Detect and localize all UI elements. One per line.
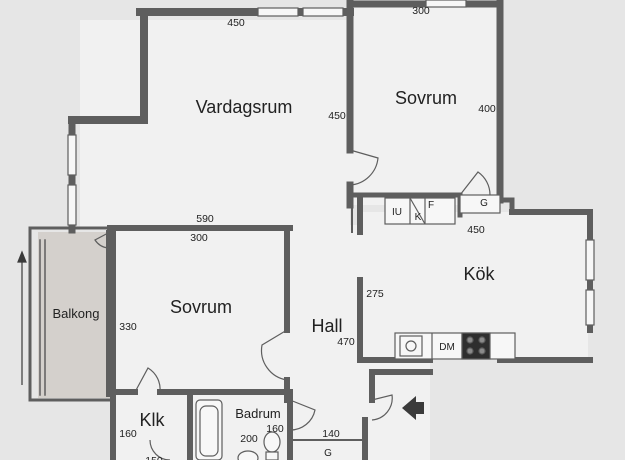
dim-klk-width: 150 [145,455,163,460]
dim-hall-depth: 470 [337,336,355,348]
room-label-vardagsrum: Vardagsrum [196,97,293,117]
dim-badrum-depth: 160 [266,423,284,435]
dim-vardagsrum-width: 450 [227,17,245,29]
fridge-freezer-unit [384,197,456,225]
dim-vardagsrum-depth: 450 [328,110,346,122]
room-label-hall: Hall [311,316,342,336]
entry-arrow-icon [402,396,424,420]
balcony-floor [38,232,112,398]
dim-kok-width: 450 [467,224,485,236]
kitchen-fixtures [384,194,516,360]
stove [461,332,491,360]
sink [237,450,259,460]
balcony-arrow-icon [17,250,27,385]
dim-badrum-width: 200 [240,433,258,445]
room-label-klk: Klk [139,410,165,430]
room-label-sovrum-top: Sovrum [395,88,457,108]
fixture-label-f: F [428,200,434,211]
room-label-sovrum-bottom: Sovrum [170,297,232,317]
toilet [263,431,281,453]
dim-sovrum1-width: 300 [412,5,430,17]
fixture-label-k: K [415,212,422,223]
dim-kok-depth: 275 [366,288,384,300]
room-label-badrum: Badrum [235,406,281,421]
fixture-label-dm: DM [439,342,455,353]
dim-sovrum2-depth: 330 [119,321,137,333]
dim-sovrum1-depth: 400 [478,103,496,115]
fixture-label-g-bottom: G [324,448,332,459]
dim-klk-depth: 160 [119,428,137,440]
fixture-label-iu: IU [392,207,402,218]
bathroom-fixtures [195,399,281,460]
dim-closet-width: 140 [322,428,340,440]
floor-area [38,5,588,460]
dim-vardagsrum-lower: 590 [196,213,214,225]
windows [67,0,595,326]
room-label-kok: Kök [463,264,495,284]
dim-sovrum2-width: 300 [190,232,208,244]
room-label-balkong: Balkong [53,306,100,321]
fixture-label-g-top: G [480,198,488,209]
